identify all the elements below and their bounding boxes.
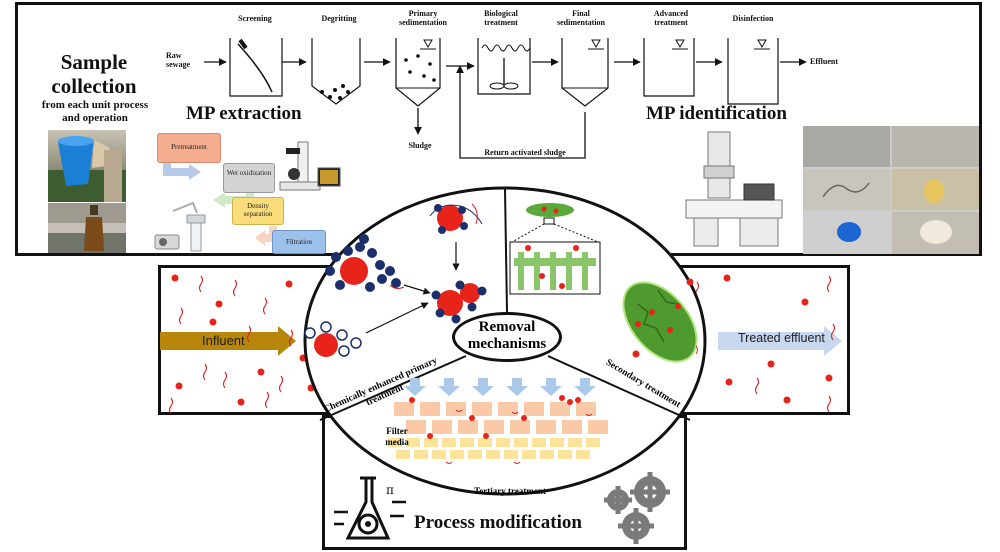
unit-degritting-label: Degritting	[321, 14, 357, 23]
bucket-photo	[48, 130, 126, 202]
step-filtration-label: Filtration	[285, 238, 313, 246]
subtitle-line-2: and operation	[62, 112, 128, 124]
sample-collection-subtitle: from each unit process and operation	[30, 99, 160, 125]
advanced-treatment-tank	[643, 38, 695, 97]
bottle-photo	[48, 203, 126, 253]
filter-media-illustration	[388, 378, 608, 464]
step-wet-oxidization-label: Wet oxidization	[226, 169, 272, 177]
return-sludge-label: Return activated sludge	[484, 148, 566, 157]
micrograph-d	[892, 169, 979, 210]
unit-advanced-treatment-label: Advanced treatment	[653, 9, 689, 27]
mp-identification-title: MP identification	[646, 103, 787, 124]
ftir-instrument-icon	[685, 131, 783, 247]
removal-mechanisms-label: Removal mechanisms	[467, 319, 547, 352]
primary-sedimentation-tank	[395, 38, 441, 107]
micrograph-b	[892, 126, 979, 167]
unit-biological-treatment-label: Biological treatment	[484, 9, 518, 27]
biological-treatment-tank	[477, 38, 531, 95]
influent-arrow	[160, 326, 296, 356]
degritting-tank	[311, 38, 361, 105]
micrograph-e	[803, 212, 890, 254]
micrograph-f	[892, 212, 979, 254]
sludge-label: Sludge	[408, 141, 432, 150]
final-sedimentation-tank	[561, 38, 609, 107]
tertiary-treatment-label: Tertiary treatment	[474, 486, 546, 496]
unit-primary-sedimentation-label: Primary sedimentation	[399, 9, 447, 27]
subtitle-line-1: from each unit process	[41, 99, 149, 111]
influent-label: Influent	[202, 333, 245, 348]
unit-disinfection-label: Disinfection	[732, 14, 774, 23]
effluent-label: Effluent	[810, 57, 838, 66]
micrograph-a	[803, 126, 890, 167]
vacuum-filtration-icon	[154, 201, 206, 252]
process-flow-diagram	[204, 38, 807, 159]
svg-text:π: π	[386, 483, 394, 497]
removal-mechanisms-center: Removal mechanisms	[452, 312, 562, 362]
step-wet-oxidization: Wet oxidization	[223, 163, 275, 193]
sample-collection-title: Sample collection	[51, 50, 137, 98]
unit-final-sedimentation-label: Final sedimentation	[557, 9, 605, 27]
microscope-icon	[279, 141, 341, 191]
step-density-separation: Density separation	[232, 197, 284, 225]
lab-flask-gear-icon: π	[334, 476, 406, 540]
treated-effluent-label: Treated effluent	[738, 331, 825, 345]
treated-effluent-arrow	[718, 326, 842, 356]
cept-top-floc	[429, 203, 483, 271]
influent-particles	[168, 274, 315, 413]
process-modification-title: Process modification	[414, 512, 582, 533]
step-density-separation-label: Density separation	[243, 202, 273, 218]
filter-media-label: Filter media	[385, 426, 409, 447]
raw-sewage-label: Raw sewage	[166, 51, 190, 69]
step-pretreatment-label: Pretreatment	[171, 143, 207, 151]
screening-tank	[229, 38, 283, 97]
micrograph-grid	[803, 126, 979, 254]
unit-screening-label: Screening	[238, 14, 272, 23]
secondary-illustration	[509, 203, 698, 363]
step-filtration: Filtration	[272, 230, 326, 254]
micrograph-c	[803, 169, 890, 210]
disinfection-tank	[727, 38, 779, 105]
mp-extraction-title: MP extraction	[186, 103, 302, 124]
cept-illustration	[304, 234, 487, 357]
step-pretreatment: Pretreatment	[157, 133, 221, 163]
gears-icon	[604, 472, 670, 544]
